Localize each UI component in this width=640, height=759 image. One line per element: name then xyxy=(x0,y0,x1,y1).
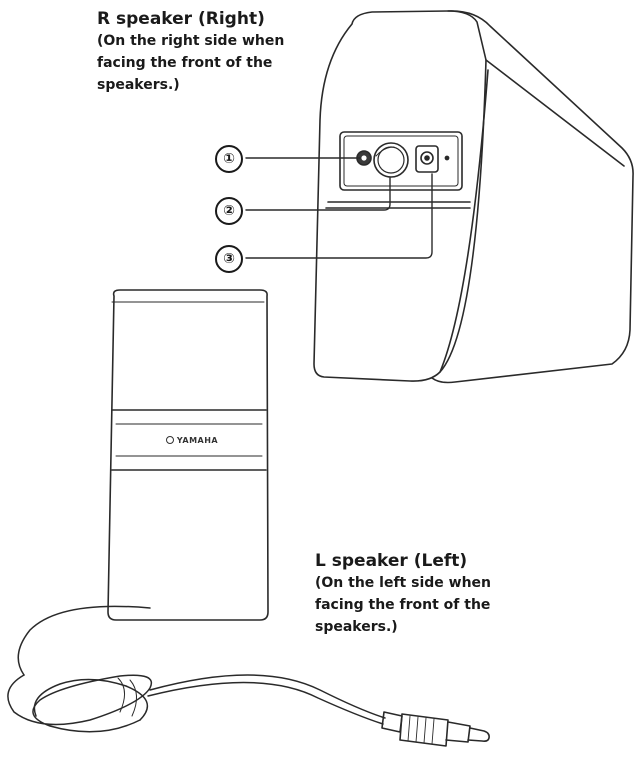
callout-3-number: ③ xyxy=(223,251,235,267)
r-speaker-subtitle-line: speakers.) xyxy=(97,77,180,93)
r-speaker-label: R speaker (Right) (On the right side whe… xyxy=(97,8,337,96)
r-speaker-title: R speaker (Right) xyxy=(97,9,265,29)
l-speaker-subtitle-line: facing the front of the xyxy=(315,597,491,613)
cable xyxy=(7,605,386,733)
r-speaker-subtitle-line: (On the right side when xyxy=(97,33,285,49)
r-speaker-subtitle-line: facing the front of the xyxy=(97,55,273,71)
callout-leaders xyxy=(245,157,433,259)
l-speaker-label: L speaker (Left) (On the left side when … xyxy=(315,550,575,638)
callout-2: ② xyxy=(215,197,243,225)
callout-2-number: ② xyxy=(223,203,235,219)
callout-3: ③ xyxy=(215,245,243,273)
r-speaker-body xyxy=(313,10,634,384)
l-speaker-title: L speaker (Left) xyxy=(315,551,468,571)
callout-1-number: ① xyxy=(223,151,235,167)
rca-plug xyxy=(381,711,490,747)
yamaha-logo: YAMAHA xyxy=(160,433,224,447)
callout-1: ① xyxy=(215,145,243,173)
yamaha-brand-text: YAMAHA xyxy=(176,435,219,445)
yamaha-emblem-icon xyxy=(165,436,174,444)
l-speaker-subtitle-line: (On the left side when xyxy=(315,575,492,591)
l-speaker-subtitle-line: speakers.) xyxy=(315,619,398,635)
l-speaker-body xyxy=(107,289,269,621)
